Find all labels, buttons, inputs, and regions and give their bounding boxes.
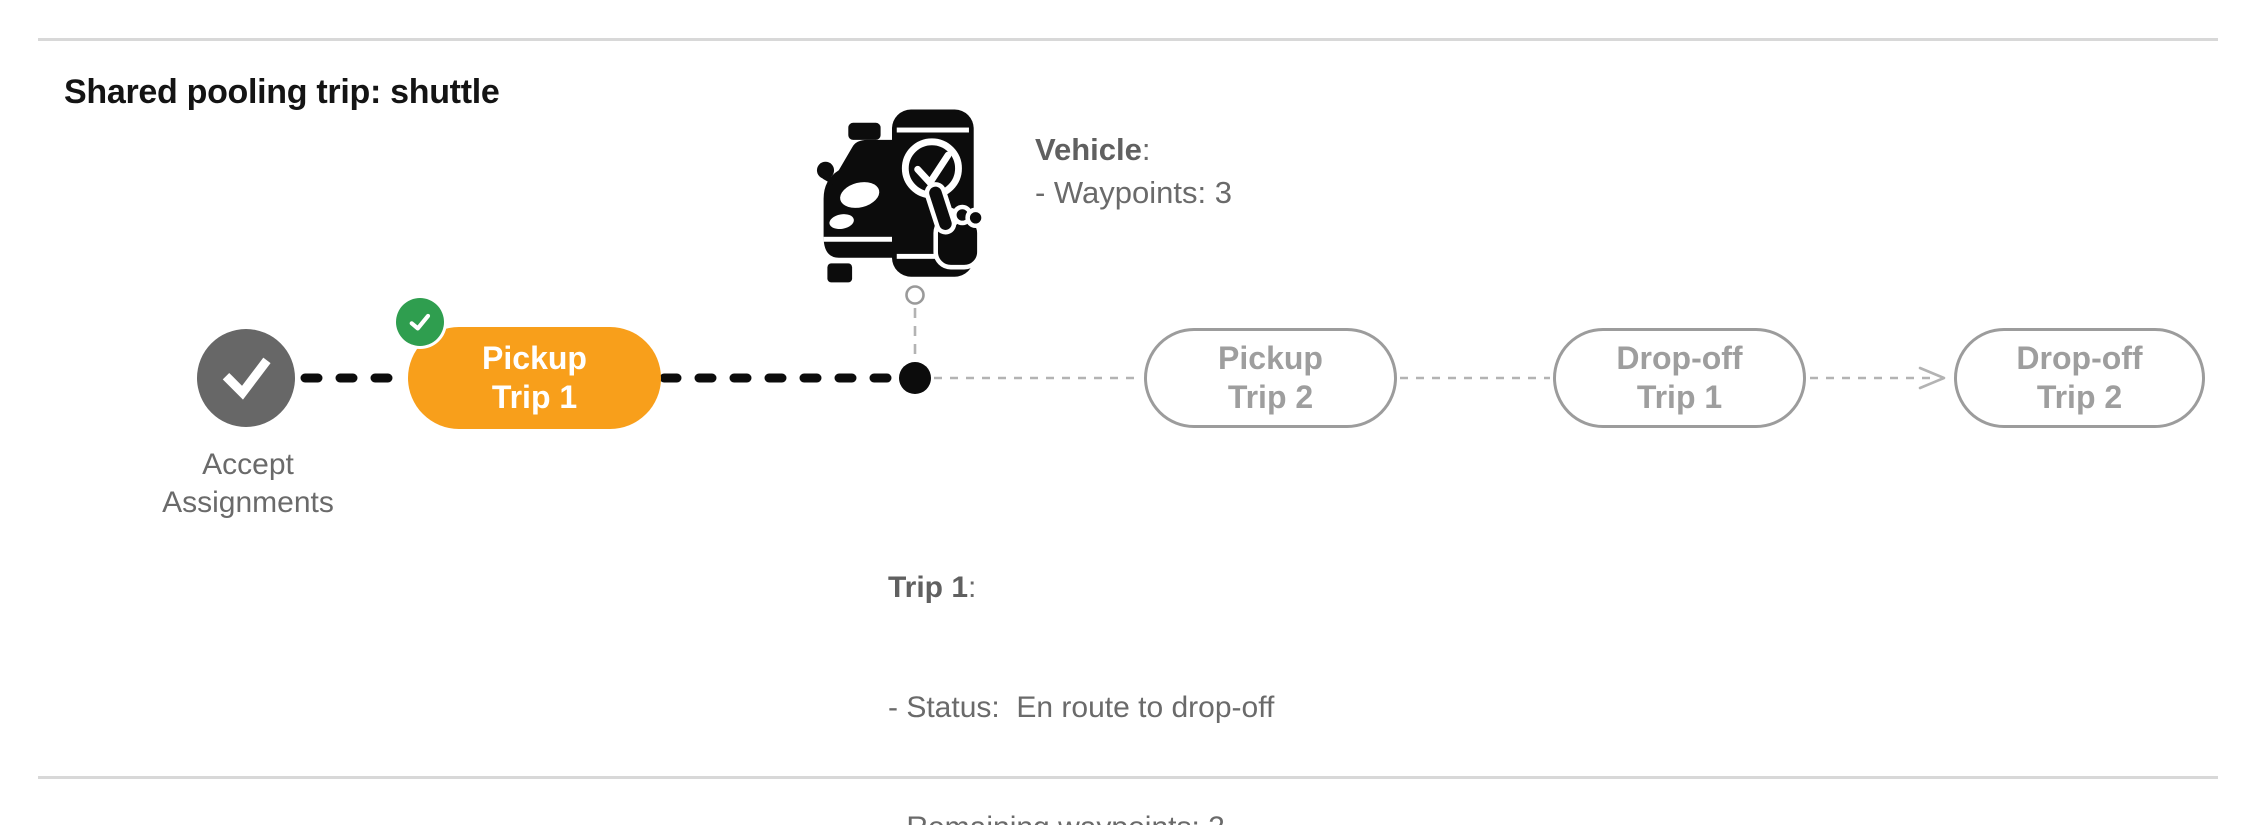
vehicle-info-heading-line: Vehicle: [1035, 128, 1232, 171]
vehicle-info-colon: : [1141, 132, 1151, 167]
pill-label-line1: Pickup [482, 340, 587, 376]
trip-info-block: Trip 1: - Status: En route to drop-off -… [888, 488, 1274, 825]
trip1-colon: : [968, 571, 977, 604]
pill-label-line2: Trip 2 [1227, 379, 1314, 415]
vehicle-phone-checkmark-icon [816, 109, 986, 283]
pill-pickup-trip1: Pickup Trip 1 [408, 327, 661, 429]
trip1-heading: Trip 1 [888, 571, 969, 604]
accept-assignments-node [197, 329, 295, 427]
trip1-waypoints: - Remaining waypoints: 2 [888, 808, 1274, 825]
top-divider [38, 38, 2218, 41]
pill-pickup-trip2: Pickup Trip 2 [1144, 328, 1397, 428]
vehicle-info-waypoints: - Waypoints: 3 [1035, 175, 1232, 210]
pill-label-line2: Trip 1 [491, 379, 578, 415]
bottom-divider [38, 776, 2218, 779]
pill-dropoff-trip1: Drop-off Trip 1 [1553, 328, 1806, 428]
pill-label-line1: Drop-off [2016, 340, 2143, 376]
check-icon [409, 313, 431, 331]
arrowhead-icon [1918, 366, 1946, 390]
accept-assignments-label: Accept Assignments [162, 448, 334, 519]
pill-label-line2: Trip 2 [2036, 379, 2123, 415]
pill-label-line1: Pickup [1218, 340, 1323, 376]
open-waypoint-dot [905, 285, 925, 305]
current-waypoint-dot [899, 362, 931, 394]
vehicle-info-block: Vehicle: - Waypoints: 3 [1035, 128, 1232, 214]
trip1-heading-line: Trip 1: [888, 568, 1274, 608]
check-badge-icon [396, 298, 444, 346]
trip1-status: - Status: En route to drop-off [888, 691, 1275, 724]
car-icon [816, 122, 900, 283]
pill-label-line1: Drop-off [1616, 340, 1743, 376]
hand-tap-icon [924, 182, 986, 270]
page-title: Shared pooling trip: shuttle [64, 72, 500, 111]
pill-dropoff-trip2: Drop-off Trip 2 [1954, 328, 2205, 428]
pill-label-line2: Trip 1 [1636, 379, 1723, 415]
check-icon [222, 357, 271, 400]
vehicle-info-heading: Vehicle [1035, 132, 1142, 167]
